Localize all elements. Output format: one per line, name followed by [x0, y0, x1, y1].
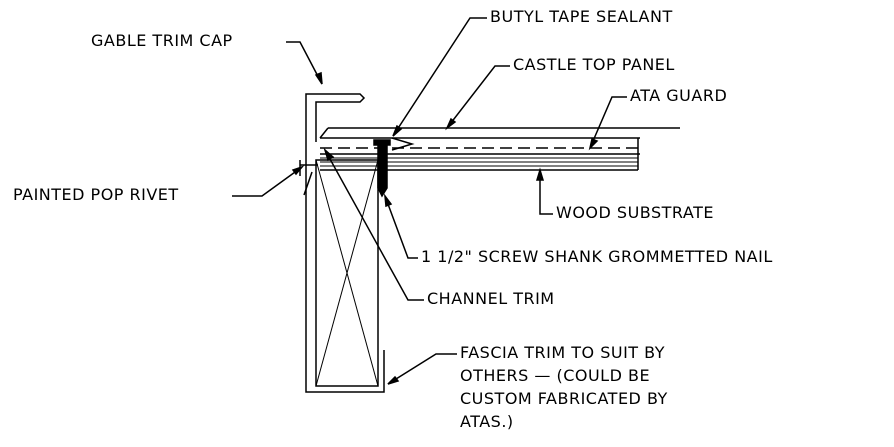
label-gable-trim-cap: GABLE TRIM CAP: [91, 31, 233, 50]
leader-lines: [232, 17, 627, 385]
label-ata-guard: ATA GUARD: [630, 86, 728, 105]
wood-substrate: [320, 138, 640, 171]
butyl-tape-sealant: [391, 137, 415, 151]
label-screw-shank-nail: 1 1/2" SCREW SHANK GROMMETTED NAIL: [421, 247, 773, 266]
grommetted-nail: [373, 139, 391, 198]
label-fascia-trim: FASCIA TRIM TO SUIT BY OTHERS — (COULD B…: [460, 343, 668, 431]
label-channel-trim: CHANNEL TRIM: [427, 289, 555, 308]
fascia-trim-box: [315, 159, 385, 387]
label-painted-pop-rivet: PAINTED POP RIVET: [13, 185, 179, 204]
label-butyl-tape-sealant: BUTYL TAPE SEALANT: [490, 7, 673, 26]
castle-top-panel: [319, 127, 680, 139]
label-wood-substrate: WOOD SUBSTRATE: [556, 203, 714, 222]
label-castle-top-panel: CASTLE TOP PANEL: [513, 55, 675, 74]
gable-trim-cap: [305, 93, 385, 393]
